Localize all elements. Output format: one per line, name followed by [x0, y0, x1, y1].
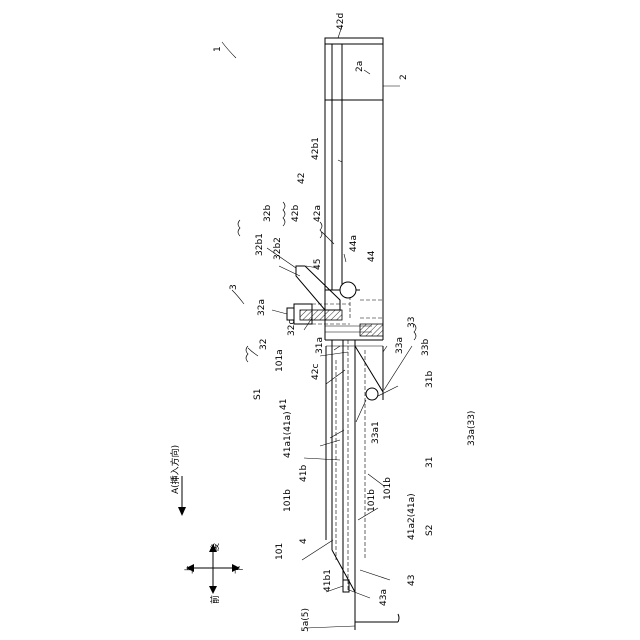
receiving-part-5 [355, 592, 399, 630]
label-32c: 32c [287, 320, 297, 336]
figure-pointers [222, 42, 258, 356]
label-41b: 41b [299, 465, 309, 482]
reference-labels: 1 42d 2a 2 42b1 42 42b 42a 32b 32b1 32b2… [169, 13, 477, 632]
label-41a2: 41a2(41a) [407, 493, 417, 540]
label-down: 下 [235, 565, 245, 574]
label-up: 上 [184, 565, 195, 574]
label-44: 44 [367, 250, 377, 262]
label-101: 101 [275, 543, 285, 560]
label-S2: S2 [425, 525, 435, 536]
label-3: 3 [229, 284, 239, 290]
label-43a: 43a [379, 589, 389, 606]
label-32b: 32b [263, 205, 273, 222]
reference-brackets [238, 202, 416, 362]
label-33a1: 33a1 [371, 421, 381, 444]
slot-33 [355, 346, 383, 400]
label-33a-33: 33a(33) [467, 411, 477, 446]
label-33b: 33b [421, 339, 431, 356]
label-5a5: 5a(5) [301, 608, 311, 632]
label-32: 32 [259, 339, 269, 350]
label-42d: 42d [336, 13, 346, 30]
label-2a: 2a [355, 61, 365, 72]
label-41a1: 41a1(41a) [283, 411, 293, 458]
label-101b-1: 101b [283, 489, 293, 512]
label-43: 43 [407, 575, 417, 586]
label-41: 41 [279, 399, 289, 410]
label-101a: 101a [275, 349, 285, 372]
label-42b: 42b [291, 205, 301, 222]
label-31a: 31a [315, 337, 325, 354]
label-33a: 33a [395, 337, 405, 354]
label-32a: 32a [257, 299, 267, 316]
label-44a: 44a [349, 235, 359, 252]
label-42a: 42a [313, 205, 323, 222]
label-A: A(挿入方向) [169, 445, 181, 494]
label-4: 4 [299, 538, 309, 544]
label-31b: 31b [425, 371, 435, 388]
label-rear: 後 [209, 543, 221, 552]
label-42b1: 42b1 [311, 137, 321, 160]
label-33: 33 [407, 317, 417, 328]
label-32b2: 32b2 [273, 237, 283, 260]
label-fig: 1 [213, 46, 223, 52]
label-2: 2 [399, 74, 409, 80]
label-42c: 42c [311, 364, 321, 380]
label-31: 31 [425, 457, 435, 468]
label-101b-2: 101b [383, 477, 393, 500]
label-front: 前 [209, 595, 221, 604]
label-45: 45 [313, 259, 323, 270]
label-S1: S1 [253, 389, 263, 400]
label-32b1: 32b1 [255, 233, 265, 256]
label-101b-3: 101b [367, 489, 377, 512]
label-41b1: 41b1 [323, 569, 333, 592]
label-42: 42 [297, 173, 307, 184]
